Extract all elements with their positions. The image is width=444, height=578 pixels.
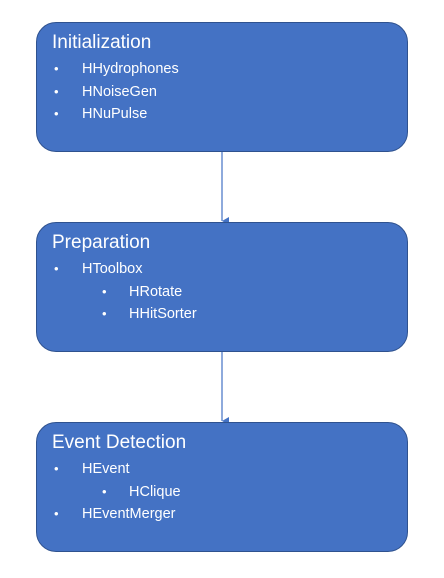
bullet-icon: • xyxy=(54,106,59,121)
bullet-icon: • xyxy=(54,261,59,276)
bullet-icon: • xyxy=(102,283,107,299)
list-item-label: HNuPulse xyxy=(82,106,148,122)
bullet-icon: • xyxy=(54,506,59,521)
preparation-box: Preparation • HToolbox • HRotate • HHitS… xyxy=(36,222,408,352)
list-item-label: HNoiseGen xyxy=(82,83,157,100)
box-title: Event Detection xyxy=(52,432,187,453)
list-item-label: HEvent xyxy=(82,461,130,477)
bullet-icon: • xyxy=(102,483,107,499)
list-item-label: HEventMerger xyxy=(82,506,176,522)
bullet-icon: • xyxy=(54,61,59,76)
list-item-label: HHitSorter xyxy=(129,306,197,322)
event-detection-box: Event Detection • HEvent • HClique • HEv… xyxy=(36,422,408,552)
initialization-box: Initialization • HHydrophones • HNoiseGe… xyxy=(36,22,408,152)
bullet-icon: • xyxy=(102,306,107,321)
list-item-label: HRotate xyxy=(129,283,183,300)
list-item-label: HClique xyxy=(129,483,181,500)
list-item-label: HToolbox xyxy=(82,261,143,277)
list-item-label: HHydrophones xyxy=(82,61,179,77)
box-title: Preparation xyxy=(52,232,151,253)
bullet-icon: • xyxy=(54,83,59,99)
box-title: Initialization xyxy=(52,32,152,53)
bullet-icon: • xyxy=(54,461,59,476)
